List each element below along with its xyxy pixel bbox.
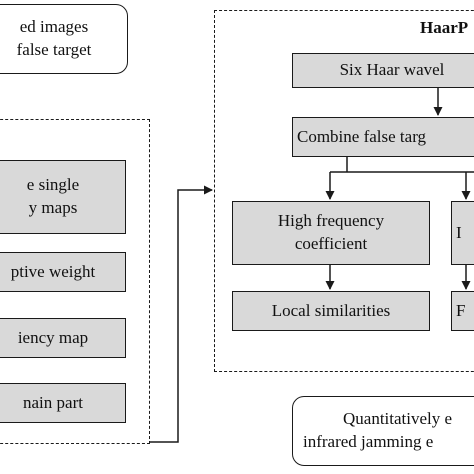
left-step-adaptive-weight: ptive weight	[0, 252, 126, 292]
left-panel	[0, 119, 150, 444]
right-panel-title: HaarP	[420, 18, 469, 37]
left-step-4-label: nain part	[23, 392, 83, 412]
step-combine-false-target: Combine false targ	[292, 117, 474, 157]
left-step-1-line2: y maps	[28, 198, 78, 217]
arrow-left-to-right-panel	[150, 185, 213, 443]
input-images-line1: ed images	[19, 17, 89, 37]
right-col-2-label: F	[456, 300, 466, 320]
evaluation-line2: infrared jamming e	[303, 432, 434, 451]
right-column-box-2: F	[451, 291, 474, 331]
left-step-saliency-map: iency map	[0, 318, 126, 358]
high-freq-line2: coefficient	[294, 234, 368, 253]
step2-label: Combine false targ	[297, 126, 427, 146]
left-step-3-label: iency map	[17, 327, 89, 347]
step1-label: Six Haar wavel	[339, 60, 445, 80]
right-col-1-label: I	[456, 222, 462, 242]
evaluation-line1: Quantitatively e	[343, 409, 453, 429]
right-column-box-1: I	[451, 201, 474, 265]
left-step-main-part: nain part	[0, 383, 126, 423]
right-panel	[214, 10, 474, 372]
left-step-2-label: ptive weight	[10, 261, 96, 281]
input-images-line2: false target	[16, 40, 92, 59]
high-frequency-coefficient-box: High frequency coefficient	[232, 201, 430, 265]
left-step-1-line1: e single	[26, 175, 80, 195]
evaluation-box: Quantitatively e infrared jamming e	[292, 396, 474, 466]
step-six-haar-wavelets: Six Haar wavel	[292, 53, 474, 88]
high-freq-line1: High frequency	[277, 211, 385, 231]
local-sim-label: Local similarities	[271, 300, 391, 320]
input-images-box: ed images false target	[0, 4, 128, 74]
local-similarities-box: Local similarities	[232, 291, 430, 331]
left-step-saliency-maps: e single y maps	[0, 160, 126, 234]
